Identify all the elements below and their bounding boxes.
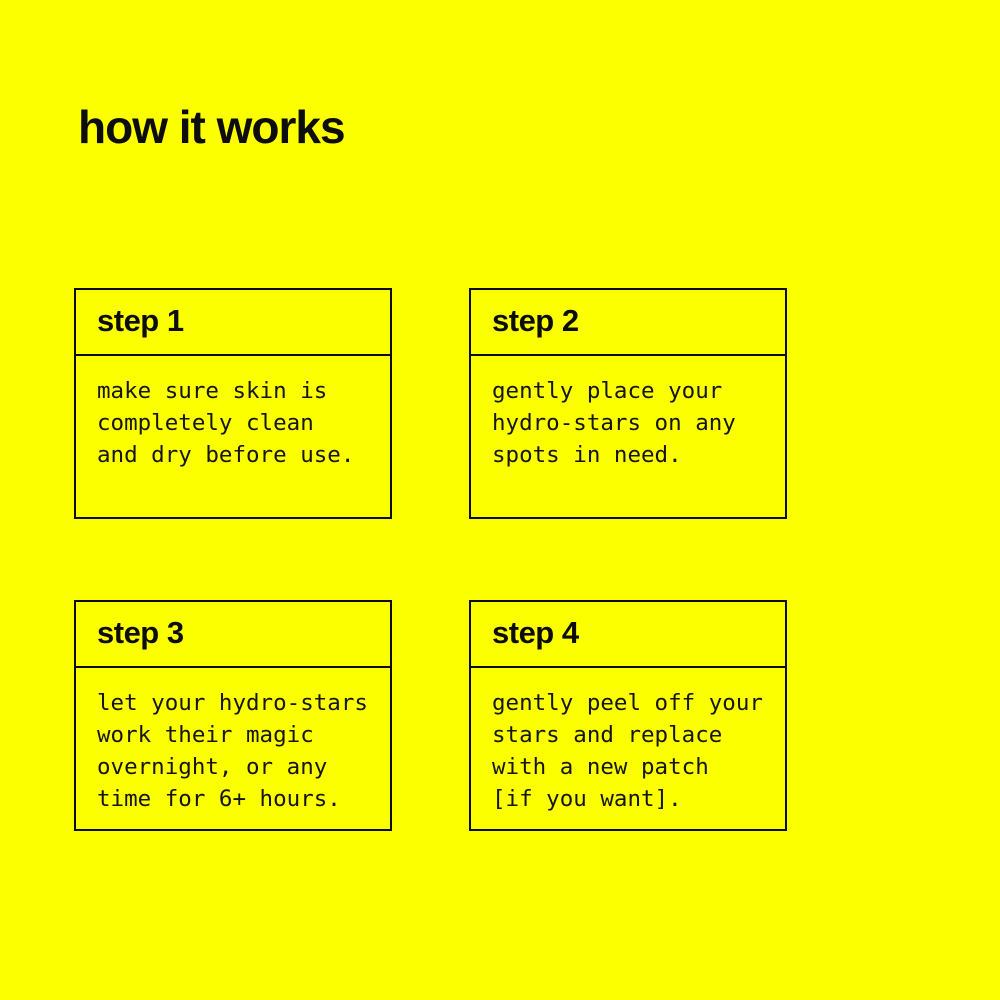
step-card-1: step 1 make sure skin is completely clea… <box>74 288 392 519</box>
step-1-description: make sure skin is completely clean and d… <box>97 378 355 468</box>
step-2-label: step 2 <box>492 303 579 338</box>
step-card-3: step 3 let your hydro-stars work their m… <box>74 600 392 831</box>
step-card-1-header: step 1 <box>76 290 390 356</box>
step-4-description: gently peel off your stars and replace w… <box>492 690 763 812</box>
step-card-3-header: step 3 <box>76 602 390 668</box>
step-3-label: step 3 <box>97 615 184 650</box>
step-card-2: step 2 gently place your hydro-stars on … <box>469 288 787 519</box>
step-card-4-header: step 4 <box>471 602 785 668</box>
step-3-description: let your hydro-stars work their magic ov… <box>97 690 368 812</box>
step-1-label: step 1 <box>97 303 184 338</box>
step-2-description: gently place your hydro-stars on any spo… <box>492 378 736 468</box>
page-title: how it works <box>78 101 346 153</box>
step-4-label: step 4 <box>492 615 579 650</box>
step-card-2-header: step 2 <box>471 290 785 356</box>
step-card-4: step 4 gently peel off your stars and re… <box>469 600 787 831</box>
